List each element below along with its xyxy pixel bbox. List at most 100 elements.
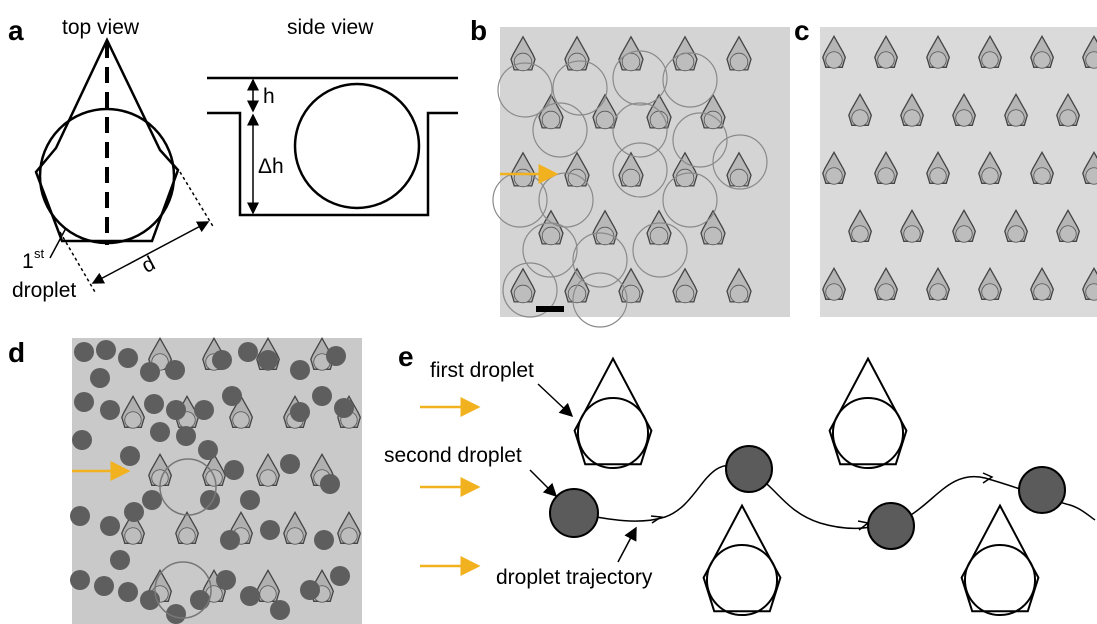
- dark-droplet: [120, 446, 140, 466]
- dark-droplets-d: [70, 340, 354, 624]
- panel-d: d: [8, 336, 362, 624]
- trap-droplet: [1085, 51, 1097, 69]
- dark-droplet: [70, 506, 90, 526]
- trap-droplet: [955, 225, 973, 243]
- dark-droplet: [290, 360, 310, 380]
- large-droplet: [612, 102, 668, 158]
- dark-droplet: [100, 400, 120, 420]
- droplet-trajectory-path: [574, 464, 1096, 530]
- dark-droplet: [118, 348, 138, 368]
- panel-letter-d: d: [8, 337, 25, 368]
- large-droplet: [662, 172, 718, 228]
- trap-droplet: [703, 110, 723, 130]
- dark-droplet: [194, 400, 214, 420]
- trap-droplet: [877, 51, 895, 69]
- dark-droplet: [258, 350, 278, 370]
- trap-droplet: [825, 283, 843, 301]
- panel-a: a top view side view d 1 st droplet h Δh: [8, 15, 458, 302]
- d-label: d: [138, 252, 159, 278]
- large-droplet: [552, 60, 608, 116]
- trap-droplet: [981, 283, 999, 301]
- trap-droplet: [232, 411, 250, 429]
- second-droplet-pointer: [529, 469, 558, 498]
- large-droplet: [522, 222, 578, 278]
- dark-droplet: [314, 530, 334, 550]
- trap-droplet: [541, 226, 561, 246]
- second-droplet: [549, 488, 599, 538]
- trap-droplet: [703, 226, 723, 246]
- first-droplet-label: first droplet: [430, 359, 534, 382]
- trap-droplet: [513, 52, 533, 72]
- trap-droplet: [567, 168, 587, 188]
- dark-droplet: [238, 342, 258, 362]
- trap-droplet: [1033, 167, 1051, 185]
- large-droplet: [612, 142, 668, 198]
- highlighted-trap-1: [159, 458, 217, 516]
- trajectory-chevron-1: [650, 515, 664, 524]
- trap-droplet: [729, 284, 749, 304]
- trajectory-chevron-4: [982, 472, 994, 484]
- trap-droplet: [621, 284, 641, 304]
- side-view: h Δh: [207, 76, 458, 217]
- dark-droplet: [216, 570, 236, 590]
- panel-e: e first droplet second droplet droplet t…: [384, 341, 1096, 617]
- dark-droplet: [166, 400, 186, 420]
- dark-droplet: [334, 398, 354, 418]
- large-droplet: [632, 222, 688, 278]
- dark-droplet: [320, 474, 340, 494]
- trap-droplet: [877, 283, 895, 301]
- large-droplet: [497, 62, 553, 118]
- dark-droplet: [200, 490, 220, 510]
- trap-circle-e: [705, 543, 779, 617]
- trap-droplet: [675, 284, 695, 304]
- large-droplet: [672, 112, 728, 168]
- d-extension-right: [179, 171, 215, 229]
- trap-droplet: [877, 167, 895, 185]
- large-droplet: [662, 52, 718, 108]
- large-droplet: [712, 134, 768, 190]
- trap-circle-e: [963, 543, 1037, 617]
- trap-droplet: [981, 51, 999, 69]
- large-droplets-b: [492, 50, 768, 328]
- dark-droplet: [198, 440, 218, 460]
- trap-droplet: [259, 469, 277, 487]
- trap-droplet: [124, 527, 142, 545]
- trap-droplet: [729, 168, 749, 188]
- trap-droplet: [955, 109, 973, 127]
- dark-droplet: [150, 422, 170, 442]
- dark-droplet: [74, 342, 94, 362]
- dark-droplet: [74, 392, 94, 412]
- scale-bar: [536, 306, 564, 312]
- trap-droplet: [124, 411, 142, 429]
- trap-droplet: [178, 527, 196, 545]
- top-view-label: top view: [62, 16, 140, 39]
- trap-droplet: [729, 52, 749, 72]
- trap-droplet: [649, 226, 669, 246]
- h-label: h: [263, 85, 275, 108]
- second-droplet-label: second droplet: [384, 444, 522, 467]
- large-droplet: [502, 262, 558, 318]
- trap-droplet: [621, 52, 641, 72]
- trap-droplet: [286, 527, 304, 545]
- dark-droplet: [240, 586, 260, 606]
- trap-droplet: [1007, 225, 1025, 243]
- moving-droplet-4: [1018, 466, 1066, 514]
- dark-droplet: [140, 362, 160, 382]
- panel-letter-c: c: [794, 15, 810, 46]
- trap-droplet: [259, 585, 277, 603]
- trap-droplet: [929, 167, 947, 185]
- dark-droplet: [220, 530, 240, 550]
- dark-droplet: [270, 600, 290, 620]
- trap-droplet: [929, 51, 947, 69]
- dark-droplet: [72, 430, 92, 450]
- side-droplet-circle: [293, 82, 421, 210]
- trap-droplet: [1033, 51, 1051, 69]
- moving-droplet-2: [725, 445, 773, 493]
- dark-droplet: [312, 386, 332, 406]
- trap-droplet: [851, 109, 869, 127]
- side-view-label: side view: [287, 16, 374, 39]
- trap-droplet: [513, 168, 533, 188]
- trap-droplet: [541, 110, 561, 130]
- dark-droplet: [300, 580, 320, 600]
- dark-droplet: [118, 582, 138, 602]
